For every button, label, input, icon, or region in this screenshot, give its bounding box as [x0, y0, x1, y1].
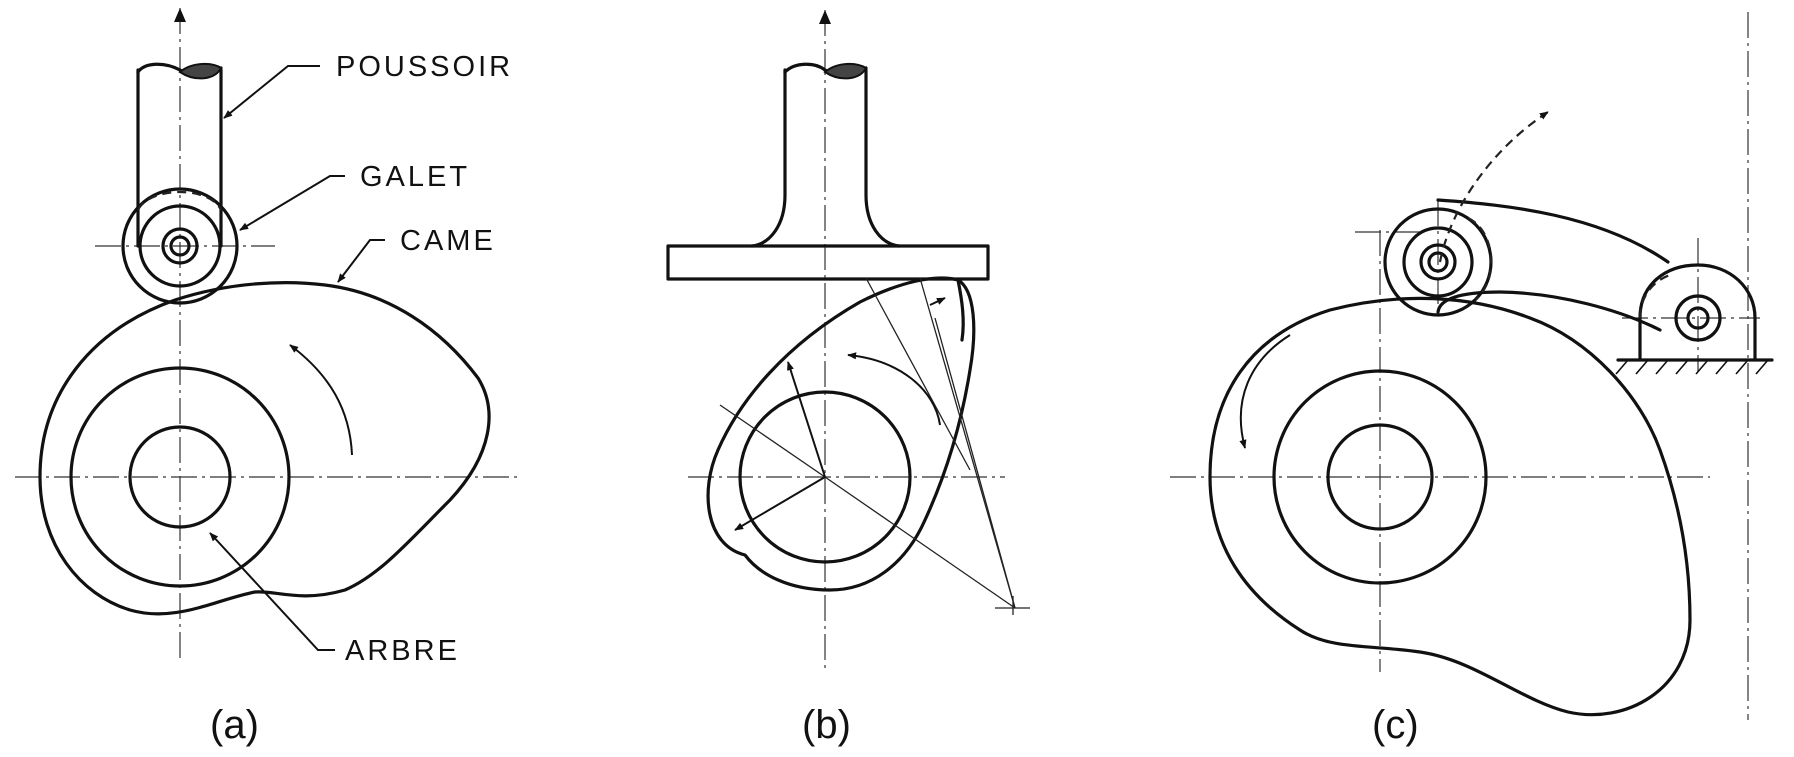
pivot-hidden-line	[1638, 273, 1671, 319]
construction-line-4	[934, 317, 1016, 609]
cam-hub-circle-c	[1272, 369, 1488, 585]
shaft-leader	[209, 532, 335, 651]
roller-pin-inner-a	[169, 235, 191, 257]
pusher-section-hatch	[178, 62, 223, 80]
rocker-arm-top-edge	[1436, 198, 1670, 264]
figure-b: (b)	[666, 10, 1030, 747]
roller-inner-circle-a	[138, 204, 222, 288]
caption-b: (b)	[802, 703, 851, 747]
shaft-label: ARBRE	[345, 635, 460, 667]
roller-hidden-line-c	[1467, 216, 1493, 301]
roller-circle-a	[121, 187, 239, 305]
cam-profile-b	[706, 276, 976, 592]
shaft-circle-a	[128, 425, 232, 529]
pusher-leader	[223, 65, 320, 119]
oscillation-arrow	[1438, 111, 1549, 263]
roller-inner-circle-c	[1402, 226, 1474, 298]
roller-label: GALET	[360, 161, 470, 193]
shaft-circle-c	[1326, 423, 1434, 531]
cam-label: CAME	[400, 225, 496, 257]
stem-right-edge	[864, 68, 901, 248]
caption-c: (c)	[1372, 703, 1419, 747]
cam-hub-circle-a	[69, 366, 291, 588]
axis-arrowhead-b	[819, 10, 831, 24]
axis-arrowhead-a	[174, 8, 186, 22]
pivot-pin-inner	[1686, 306, 1710, 330]
figure-a: POUSSOIR GALET CAME ARBRE (a)	[15, 8, 520, 747]
pivot-pin-outer	[1674, 294, 1722, 342]
figure-c: (c)	[1170, 12, 1774, 747]
construction-line-5	[865, 277, 971, 471]
roller-pin-inner-c	[1427, 251, 1449, 273]
base-circle-b	[738, 390, 912, 564]
stem-left-edge	[750, 68, 787, 248]
radius-arrow-2	[734, 476, 826, 531]
pusher-label: POUSSOIR	[336, 51, 513, 83]
radius-arrow-3	[929, 297, 946, 306]
construction-line-2	[719, 404, 826, 478]
cam-profile-a	[38, 281, 491, 616]
radius-arrow-1	[787, 361, 826, 478]
ground-hatching	[1615, 359, 1769, 375]
roller-pin-outer-c	[1419, 243, 1457, 281]
roller-leader	[239, 175, 345, 231]
construction-line-1	[824, 476, 1016, 609]
stem-section-hatch	[823, 62, 868, 80]
rotation-arrow-a	[289, 344, 353, 456]
rotation-arrow-b	[847, 352, 941, 426]
cam-flank-b	[956, 278, 965, 342]
cam-profile-c	[1208, 296, 1692, 717]
roller-hidden-line-a	[137, 191, 222, 211]
roller-pin-outer-a	[161, 227, 199, 265]
caption-a: (a)	[210, 703, 259, 747]
flat-follower-plate	[666, 244, 990, 281]
rocker-arm-bottom-edge	[1436, 290, 1662, 332]
rotation-arrow-c	[1239, 334, 1291, 449]
cam-leader	[337, 239, 385, 283]
